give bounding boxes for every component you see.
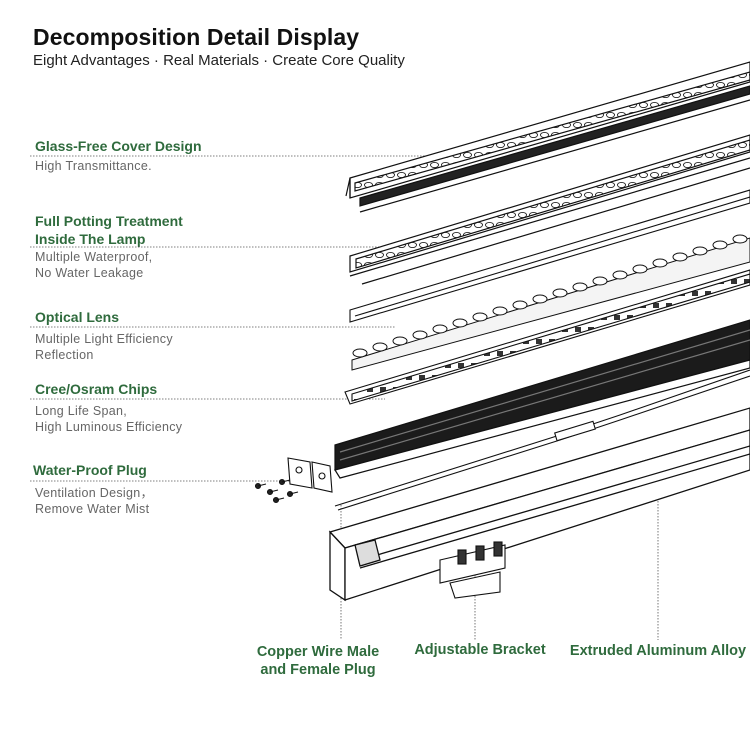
feature-title-water-proof-plug: Water-Proof Plug [33, 462, 147, 478]
water-proof-plug-part [254, 457, 333, 504]
feature-title-full-potting: Full Potting Treatment Inside The Lamp [35, 213, 183, 247]
glass-free-cover-part [345, 61, 750, 213]
led-chip-strip-part [344, 269, 750, 405]
led-housing-part [334, 319, 750, 479]
feature-desc-water-proof-plug: Ventilation Design， Remove Water Mist [35, 486, 154, 516]
feature-desc-full-potting: Multiple Waterproof, No Water Leakage [35, 250, 153, 280]
adjustable-bracket-part [439, 541, 506, 599]
feature-desc-cree-osram-chips: Long Life Span, High Luminous Efficiency [35, 404, 183, 434]
page-subtitle: Eight Advantages · Real Materials · Crea… [33, 52, 405, 69]
potting-profile-part [349, 134, 750, 285]
aluminum-channel-part [328, 407, 750, 602]
label-extruded-aluminum: Extruded Aluminum Alloy [569, 643, 747, 659]
feature-desc-glass-free-cover: High Transmittance. [35, 159, 152, 173]
label-adjustable-bracket: Adjustable Bracket [414, 642, 546, 658]
feature-title-cree-osram-chips: Cree/Osram Chips [35, 381, 158, 397]
feature-title-glass-free-cover: Glass-Free Cover Design [35, 138, 202, 154]
optical-lens-part [351, 234, 750, 371]
label-copper-plug: Copper Wire Male and Female Plug [256, 644, 380, 678]
feature-title-optical-lens: Optical Lens [35, 309, 120, 325]
feature-desc-optical-lens: Multiple Light Efficiency Reflection [35, 332, 173, 362]
page-title: Decomposition Detail Display [33, 24, 360, 50]
wire-part [334, 369, 750, 511]
clear-strip-part [349, 189, 750, 323]
